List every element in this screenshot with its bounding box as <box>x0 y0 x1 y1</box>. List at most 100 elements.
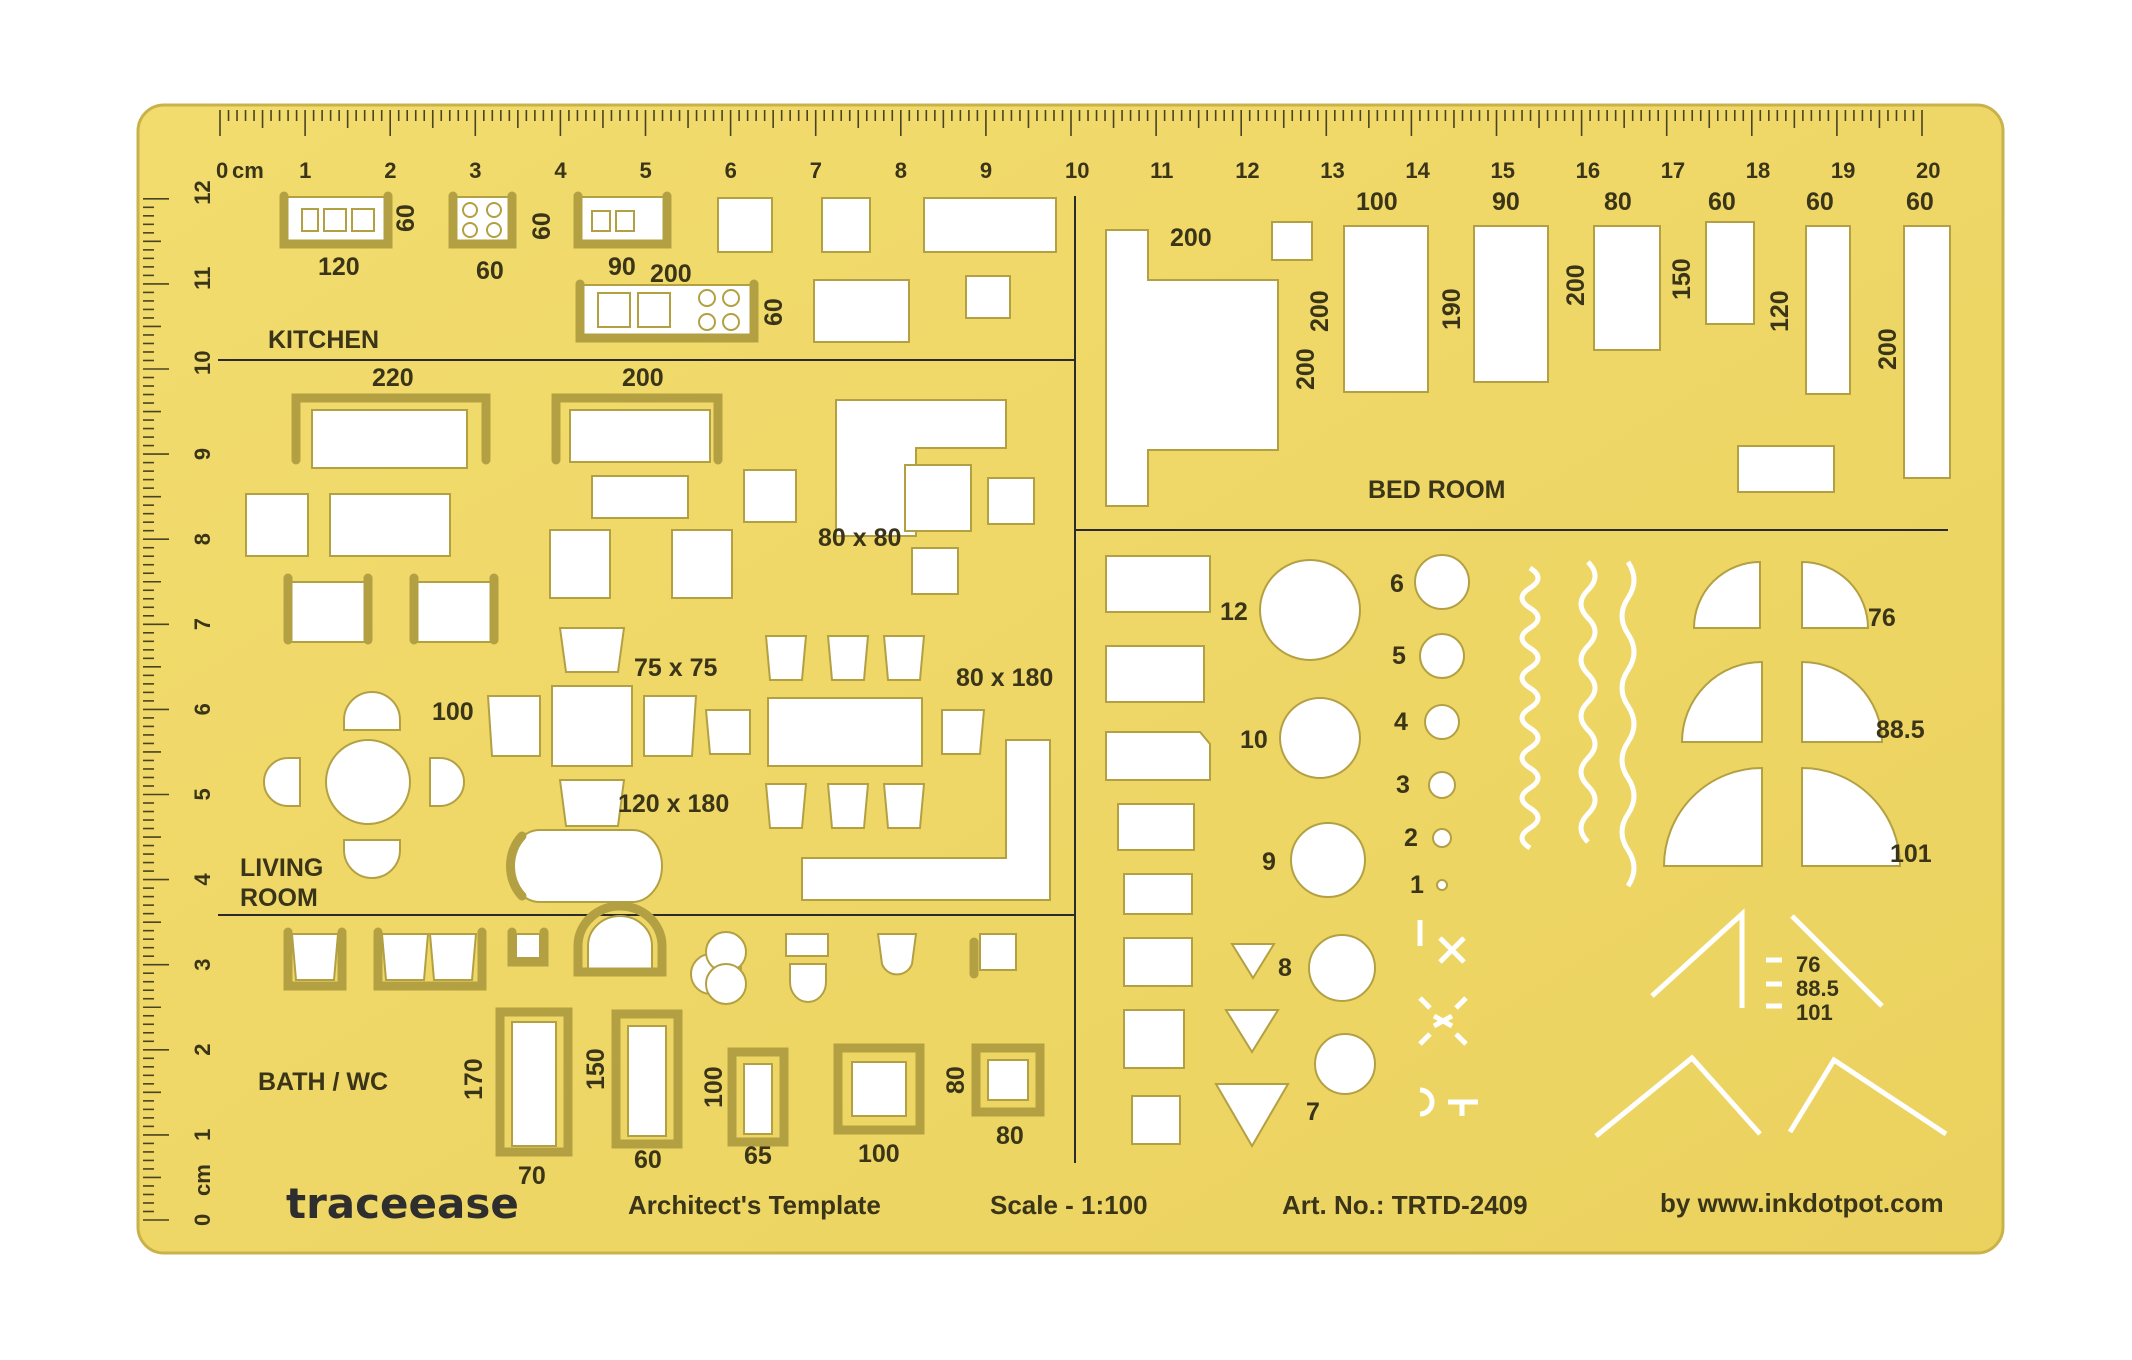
ruler-label: 5 <box>190 788 215 800</box>
circle-label: 10 <box>1240 726 1268 754</box>
living-room-area: 220 200 80 x 80 75 x 75 100 80 x 180 120… <box>240 364 1053 912</box>
ruler-label: 0 <box>190 1214 215 1226</box>
circle-label: 12 <box>1220 598 1248 626</box>
website: by www.inkdotpot.com <box>1660 1188 1944 1218</box>
bedroom-dim: 200 <box>1170 224 1212 252</box>
ruler-label: 13 <box>1320 158 1344 183</box>
living-room-label: LIVING <box>240 854 323 882</box>
ruler-label: 12 <box>190 180 215 204</box>
bedroom-dim: 80 <box>1604 188 1632 216</box>
bedroom-dim: 100 <box>1356 188 1398 216</box>
door-label: 76 <box>1796 952 1820 977</box>
door-label: 76 <box>1868 604 1896 632</box>
ruler-label: 6 <box>725 158 737 183</box>
bath-dim: 65 <box>744 1142 772 1170</box>
bedroom-area: 200 200 200 100 190 90 200 80 150 60 120… <box>1105 188 1951 507</box>
bath-area: BATH / WC 170 70 150 60 100 65 100 80 80 <box>258 901 1045 1190</box>
ruler-label: 4 <box>554 158 567 183</box>
bath-dim: 100 <box>858 1140 900 1168</box>
living-dim: 100 <box>432 698 474 726</box>
circle-label: 5 <box>1392 642 1406 670</box>
circle-label: 4 <box>1394 708 1408 736</box>
ruler-label: 0 <box>216 158 228 183</box>
kitchen-dim: 60 <box>476 257 504 285</box>
brand-logo: traceease <box>286 1179 519 1228</box>
living-dim: 80 x 80 <box>818 524 901 552</box>
ruler-label: 17 <box>1661 158 1685 183</box>
bedroom-dim: 200 <box>1874 328 1902 370</box>
ruler-label: 9 <box>980 158 992 183</box>
living-room-label: ROOM <box>240 884 318 912</box>
bath-dim: 170 <box>460 1058 488 1100</box>
ruler-label: 3 <box>190 958 215 970</box>
circle-label: 3 <box>1396 771 1410 799</box>
bath-dim: 80 <box>942 1066 970 1094</box>
ruler-label: 1 <box>190 1129 215 1141</box>
living-dim: 75 x 75 <box>634 654 718 682</box>
bath-dim: 150 <box>582 1048 610 1090</box>
bedroom-dim: 200 <box>1562 264 1590 306</box>
ruler-label: 4 <box>190 873 215 886</box>
bath-dim: 60 <box>634 1146 662 1174</box>
ruler-label: 2 <box>384 158 396 183</box>
bedroom-dim: 200 <box>1306 290 1334 332</box>
living-dim: 80 x 180 <box>956 664 1053 692</box>
bedroom-dim: 190 <box>1438 288 1466 330</box>
bath-dim: 80 <box>996 1122 1024 1150</box>
living-dim: 200 <box>622 364 664 392</box>
ruler-label: 14 <box>1405 158 1430 183</box>
door-label: 88.5 <box>1876 716 1925 744</box>
bedroom-dim: 60 <box>1708 188 1736 216</box>
circle-label: 9 <box>1262 848 1276 876</box>
ruler-label: 15 <box>1491 158 1515 183</box>
living-dim: 120 x 180 <box>618 790 729 818</box>
circle-label: 2 <box>1404 824 1418 852</box>
door-label: 101 <box>1796 1000 1833 1025</box>
circle-label: 8 <box>1278 954 1292 982</box>
ruler-label: 3 <box>469 158 481 183</box>
bedroom-dim: 60 <box>1906 188 1934 216</box>
scale-label: Scale - 1:100 <box>990 1190 1148 1220</box>
circle-label: 1 <box>1410 871 1424 899</box>
bedroom-label: BED ROOM <box>1368 476 1506 504</box>
ruler-label: 7 <box>810 158 822 183</box>
ruler-label: 8 <box>190 533 215 545</box>
kitchen-label: KITCHEN <box>268 326 379 354</box>
ruler-label: 7 <box>190 618 215 630</box>
ruler-label: 9 <box>190 448 215 460</box>
footer: traceease Architect's Template Scale - 1… <box>286 1179 1944 1228</box>
ruler-label: 8 <box>895 158 907 183</box>
ruler-unit-label: cm <box>232 158 264 183</box>
ruler-label: 11 <box>190 267 215 290</box>
bath-label: BATH / WC <box>258 1068 388 1096</box>
article-number: Art. No.: TRTD-2409 <box>1282 1190 1528 1220</box>
ruler-label: 19 <box>1831 158 1855 183</box>
bedroom-dim: 90 <box>1492 188 1520 216</box>
bedroom-dim: 150 <box>1668 258 1696 300</box>
ruler-label: 10 <box>190 351 215 375</box>
kitchen-area: KITCHEN 120 60 60 60 90 200 60 <box>268 191 1057 354</box>
living-dim: 220 <box>372 364 414 392</box>
bedroom-dim: 200 <box>1292 348 1320 390</box>
ruler-label: 16 <box>1576 158 1600 183</box>
circle-label: 7 <box>1306 1098 1320 1126</box>
ruler-label: 5 <box>640 158 652 183</box>
door-label: 101 <box>1890 840 1932 868</box>
template-title: Architect's Template <box>628 1190 881 1220</box>
symbols-area: 12 10 9 8 7 6 5 4 3 2 1 76 88.5 101 76 8… <box>1105 554 1948 1148</box>
kitchen-dim: 120 <box>318 253 360 281</box>
kitchen-dim: 200 <box>650 260 692 288</box>
door-label: 88.5 <box>1796 976 1839 1001</box>
ruler-label: 18 <box>1746 158 1770 183</box>
ruler-label: 6 <box>190 703 215 715</box>
kitchen-dim: 90 <box>608 253 636 281</box>
bath-dim: 70 <box>518 1162 546 1190</box>
bath-dim: 100 <box>700 1066 728 1108</box>
ruler-label: 2 <box>190 1044 215 1056</box>
kitchen-dim: 60 <box>528 212 556 240</box>
kitchen-dim: 60 <box>392 204 420 232</box>
ruler-unit-label: cm <box>190 1164 215 1196</box>
